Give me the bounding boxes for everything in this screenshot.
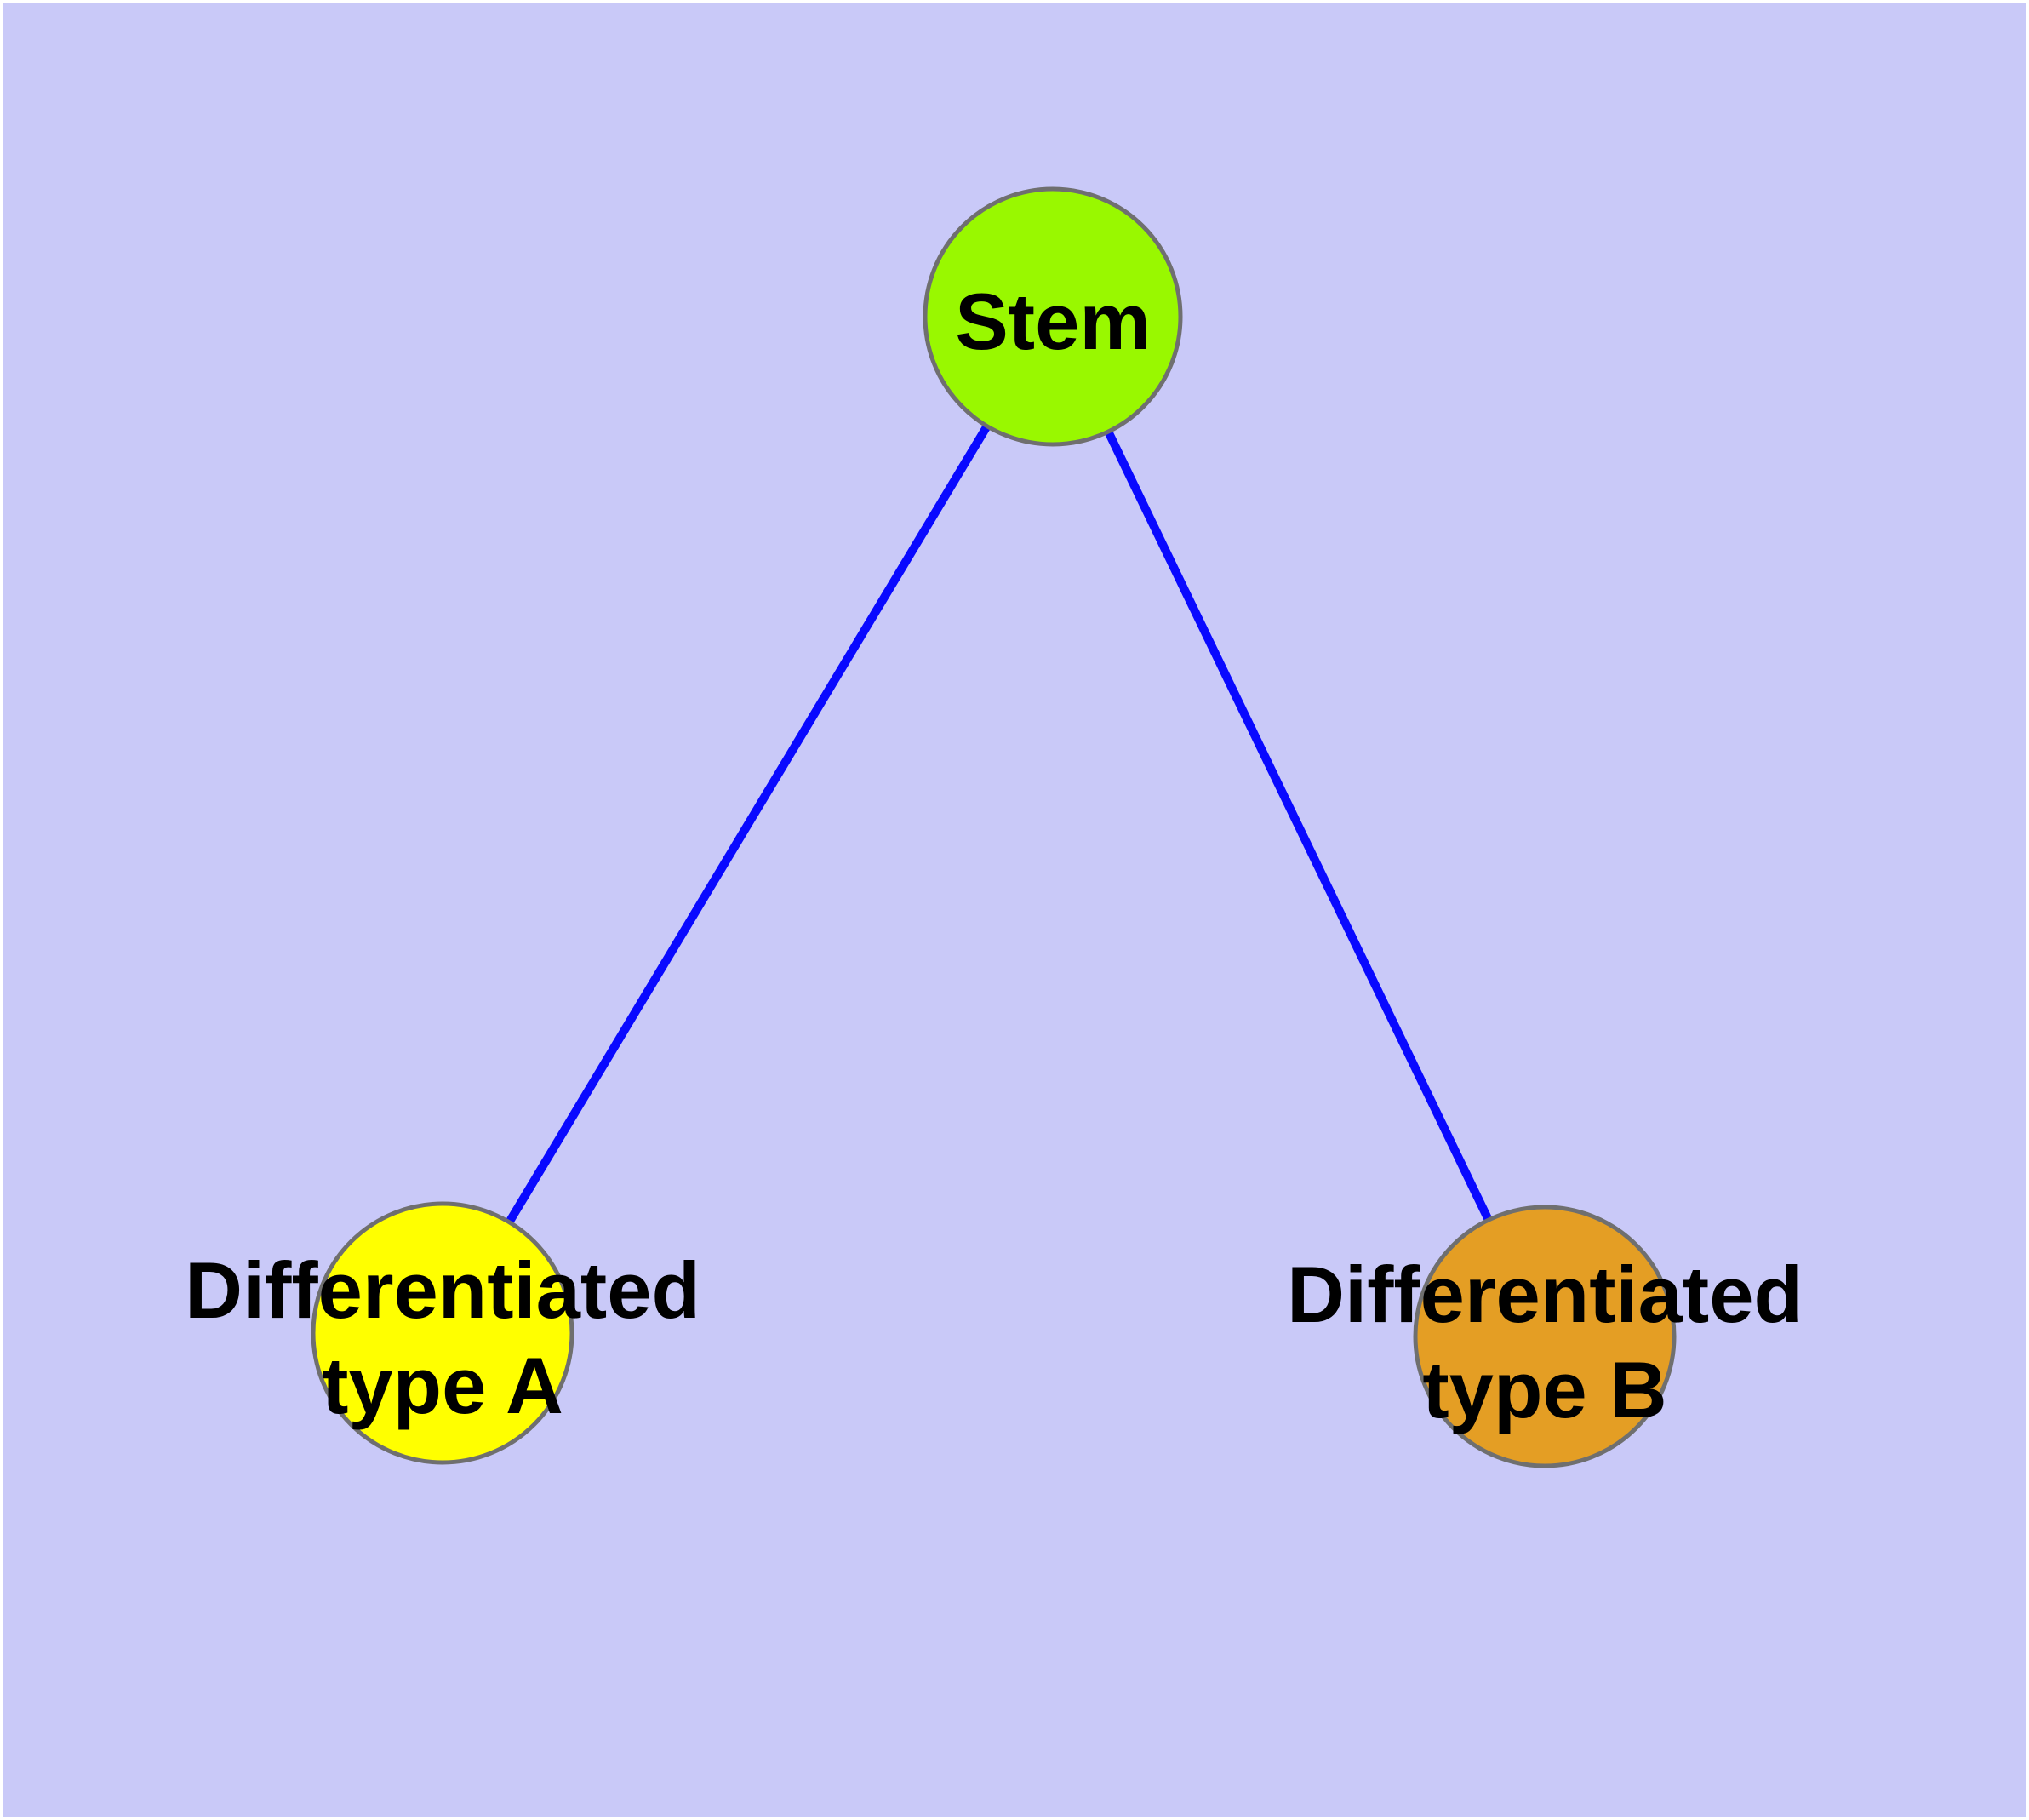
node-differentiated-type-a-label-line2: type A — [322, 1341, 563, 1430]
label-group: Stem Differentiated type A Differentiate… — [185, 277, 1803, 1434]
node-differentiated-type-b-label-line2: type B — [1422, 1345, 1666, 1434]
edge-stem-to-type-a-line — [438, 314, 1057, 1336]
node-differentiated-type-a-circle — [311, 1201, 574, 1465]
edge-group — [438, 314, 1549, 1339]
node-differentiated-type-b-circle — [1413, 1205, 1677, 1468]
edge-stem-to-type-b-line — [1049, 314, 1549, 1339]
node-differentiated-type-b-label-line1: Differentiated — [1287, 1250, 1803, 1339]
node-stem-label: Stem — [955, 277, 1151, 366]
node-differentiated-type-a-label-line1: Differentiated — [185, 1245, 700, 1335]
node-group — [311, 186, 1677, 1468]
node-stem-circle — [923, 186, 1183, 447]
